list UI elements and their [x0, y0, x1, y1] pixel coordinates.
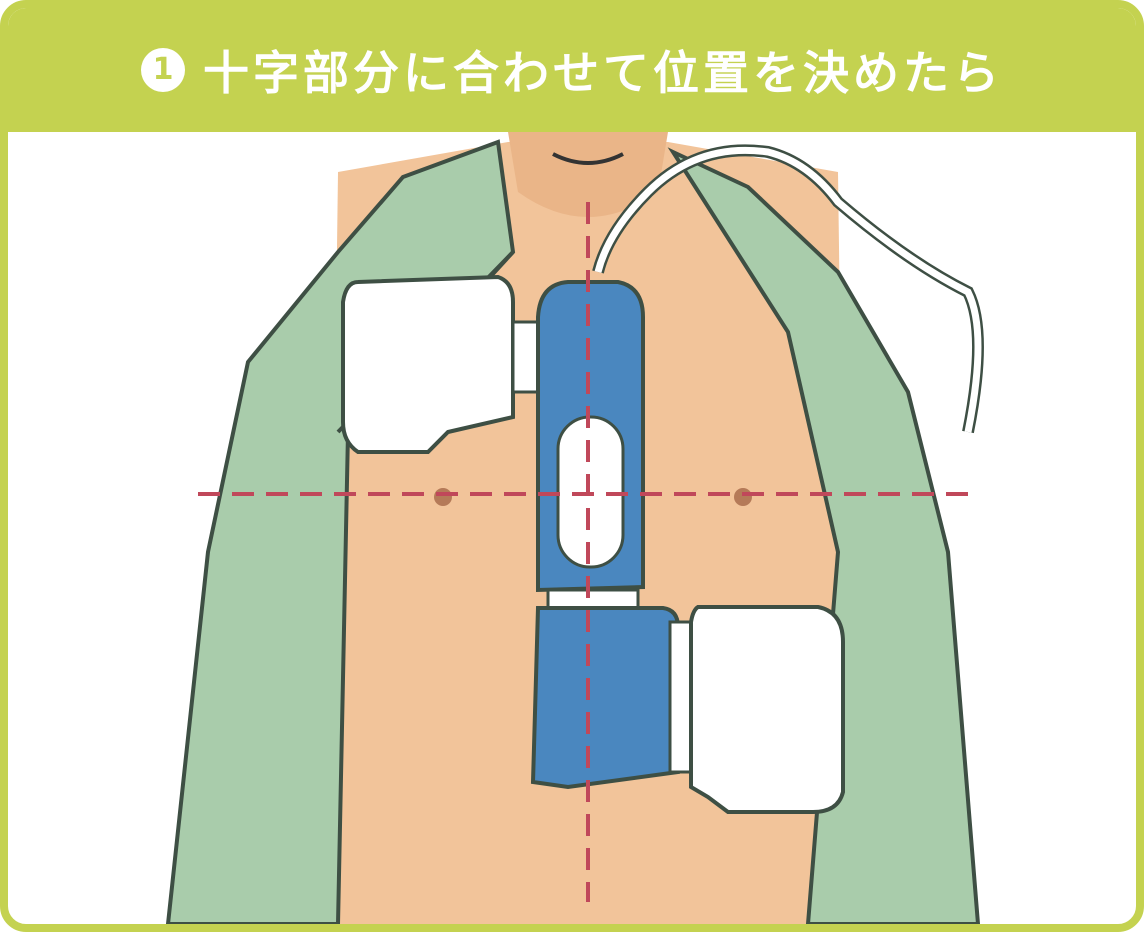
- electrode-pad-upper: [341, 274, 515, 454]
- step-number-badge: 1: [141, 48, 185, 92]
- shirt-right: [667, 147, 981, 924]
- step-title: 十字部分に合わせて位置を決めたら: [203, 46, 1003, 100]
- nipple-left: [734, 488, 752, 506]
- chin-line: [552, 152, 624, 165]
- device-clip: [546, 588, 640, 610]
- electrode-pad-lower: [689, 605, 845, 814]
- monitor-device-lower: [530, 606, 680, 790]
- torso-illustration: [165, 132, 984, 924]
- neck: [508, 132, 668, 217]
- nipple-right: [434, 488, 452, 506]
- step-header: 1 十字部分に合わせて位置を決めたら: [8, 8, 1136, 132]
- pad-connector-lower: [668, 620, 694, 774]
